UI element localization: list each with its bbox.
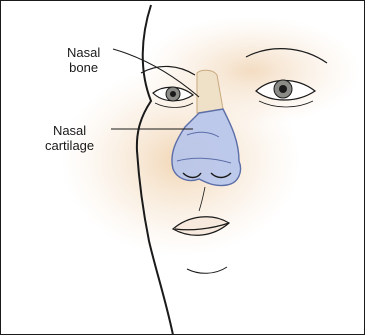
nasal-bone-label-line-2: bone — [67, 60, 100, 75]
right-pupil — [279, 85, 287, 93]
nasal-cartilage-label-line-1: Nasal — [45, 123, 94, 138]
nasal-bone-label-line-1: Nasal — [67, 45, 100, 60]
left-pupil — [170, 91, 176, 97]
chin-line — [187, 267, 227, 273]
nasal-bone-label: Nasal bone — [67, 45, 100, 75]
nasal-cartilage-label: Nasal cartilage — [45, 123, 94, 153]
nasal-cartilage-label-line-2: cartilage — [45, 138, 94, 153]
